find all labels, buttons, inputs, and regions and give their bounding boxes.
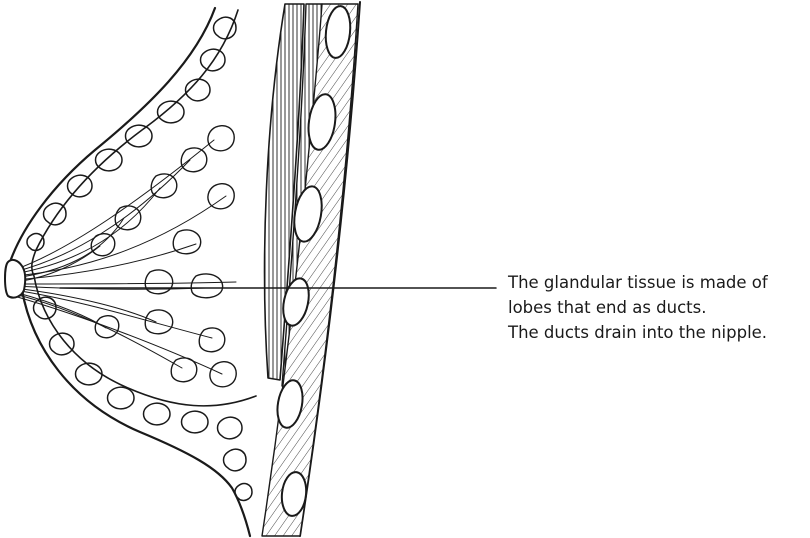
rib-5 [276, 379, 304, 429]
nipple [4, 258, 27, 299]
annotation-line-2: lobes that end as ducts. [508, 298, 707, 317]
fatty-tissue-upper [26, 16, 237, 252]
rib-6 [280, 471, 308, 517]
milk-ducts [13, 139, 237, 375]
annotation-line-3: The ducts drain into the nipple. [508, 323, 768, 342]
annotation-line-1: The glandular tissue is made of [508, 273, 768, 292]
glandular-lobes [90, 124, 237, 388]
ribs [276, 5, 352, 517]
pectoral-muscle [263, 3, 305, 381]
fatty-tissue-lower [32, 296, 253, 502]
rib-4 [282, 277, 310, 327]
annotation-text: The glandular tissue is made of lobes th… [508, 270, 804, 345]
rib-3 [293, 185, 323, 243]
rib-2 [307, 93, 337, 151]
rib-1 [324, 5, 352, 59]
